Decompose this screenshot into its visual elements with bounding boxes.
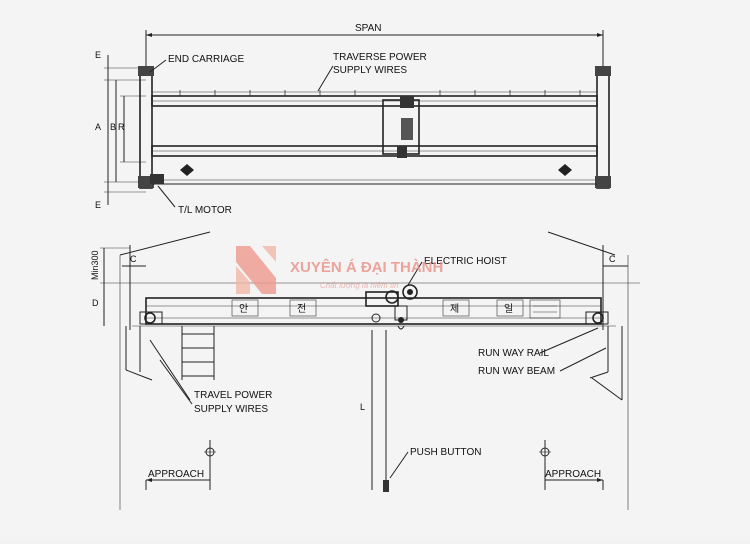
approach-right-label: APPROACH	[545, 469, 601, 480]
span-label: SPAN	[355, 23, 382, 34]
run-way-rail-label: RUN WAY RAIL	[478, 348, 549, 359]
watermark-brand: XUYÊN Á ĐẠI THÀNH	[290, 258, 443, 276]
dim-r: R	[118, 122, 125, 132]
dim-e-top: E	[95, 50, 101, 60]
watermark-slogan: Chất lượng là niềm tin	[320, 281, 399, 290]
marker-left	[180, 164, 194, 176]
watermark: XUYÊN Á ĐẠI THÀNH Chất lượng là niềm tin	[236, 246, 443, 294]
runway-structure-left	[125, 326, 191, 401]
dim-b: B	[110, 122, 116, 132]
min300-label: Min300	[90, 250, 100, 280]
end-carriage-left	[139, 69, 153, 189]
dim-e-bottom: E	[95, 200, 101, 210]
travel-label-1: TRAVEL POWER	[194, 390, 272, 401]
dim-c-right: C	[609, 254, 616, 264]
korean-char-2: 전	[297, 303, 306, 315]
top-view: SPAN E A B R E	[95, 23, 611, 216]
approach-right	[539, 440, 604, 490]
push-button-box	[383, 480, 389, 492]
dim-a: A	[95, 122, 101, 132]
front-girder	[145, 297, 602, 325]
marker-right	[558, 164, 572, 176]
end-carriage-label: END CARRIAGE	[168, 54, 244, 65]
ladder	[181, 326, 215, 380]
dim-c-left: C	[130, 254, 137, 264]
electric-hoist-label: ELECTRIC HOIST	[424, 256, 507, 267]
tl-motor-label: T/L MOTOR	[178, 205, 232, 216]
korean-char-4: 일	[504, 303, 513, 315]
run-way-beam-label: RUN WAY BEAM	[478, 366, 555, 377]
runway-structure-right	[589, 326, 623, 401]
electric-hoist	[365, 284, 418, 330]
tl-motor	[150, 174, 164, 184]
wire-hangers	[179, 90, 581, 96]
korean-char-1: 안	[239, 303, 248, 315]
approach-left	[145, 440, 216, 490]
approach-left-label: APPROACH	[148, 469, 204, 480]
end-carriage-right	[596, 69, 610, 189]
traverse-label-2: SUPPLY WIRES	[333, 65, 407, 76]
dim-l: L	[360, 402, 365, 412]
travel-label-2: SUPPLY WIRES	[194, 404, 268, 415]
traverse-label-1: TRAVERSE POWER	[333, 52, 427, 63]
watermark-logo-icon	[236, 246, 276, 294]
push-button-label: PUSH BUTTON	[410, 447, 482, 458]
korean-char-3: 제	[450, 303, 459, 315]
front-view: Min300 D C C 안 전 제 일	[90, 231, 640, 510]
dim-d: D	[92, 298, 99, 308]
name-plate	[529, 299, 561, 319]
